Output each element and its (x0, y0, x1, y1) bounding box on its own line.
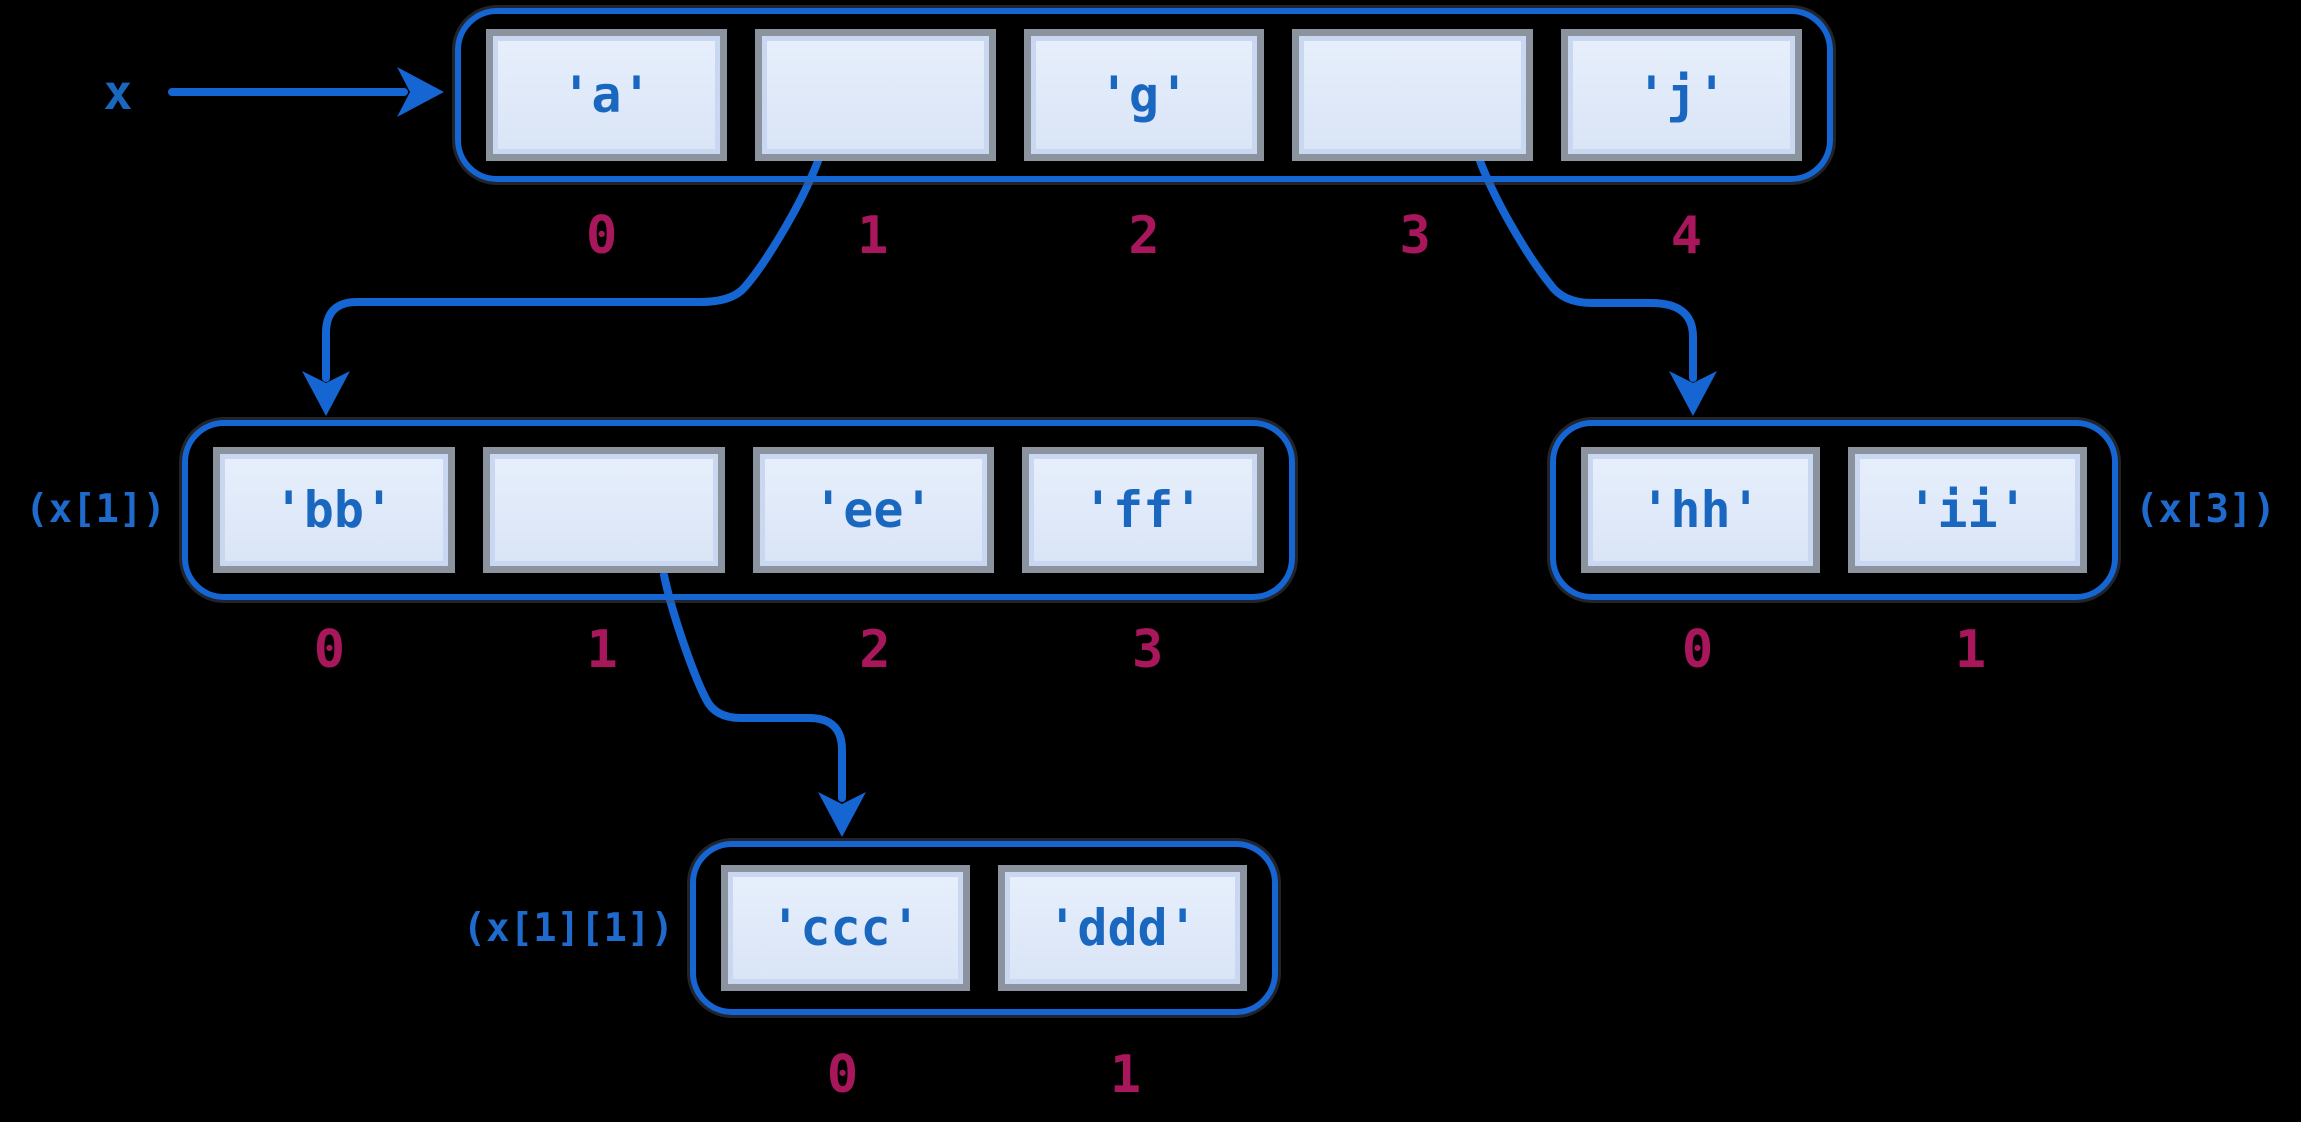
list-x3-cell-1: 'ii' (1848, 447, 2087, 573)
list-x-cell-2: 'g' (1023, 29, 1265, 161)
arrow-slot1-to-x1 (302, 157, 822, 416)
list-x3-cell-0: 'hh' (1581, 447, 1820, 573)
list-x: 'a' 'g' 'j' (455, 8, 1833, 182)
list-x1-cell-1 (482, 447, 725, 573)
index-label: 0 (826, 1045, 859, 1105)
index-label: 1 (1109, 1045, 1142, 1105)
list-x11-indices: 0 1 (690, 1046, 1278, 1104)
index-label: 4 (1670, 206, 1703, 266)
index-label: 1 (586, 620, 618, 680)
arrow-slot3-to-x3 (1476, 157, 1717, 416)
arrow-x-to-list (168, 67, 444, 117)
list-x3: 'hh' 'ii' (1550, 420, 2118, 600)
index-label: 3 (1131, 620, 1164, 680)
index-label: 0 (313, 620, 346, 680)
list-x1-indices: 0 1 2 3 (182, 621, 1295, 679)
list-x1-cell-0: 'bb' (213, 447, 455, 573)
arrow-x1slot1-to-x11 (660, 571, 866, 837)
list-x-cell-1 (754, 29, 996, 161)
list-x11-cell-0: 'ccc' (721, 865, 970, 991)
list-x-cell-3 (1292, 29, 1534, 161)
index-label: 1 (857, 206, 889, 266)
index-label: 0 (585, 206, 618, 266)
list-x11: 'ccc' 'ddd' (690, 841, 1278, 1015)
index-label: 2 (1128, 206, 1160, 266)
index-label: 0 (1681, 620, 1714, 680)
list-x-indices: 0 1 2 3 4 (455, 207, 1833, 265)
list-x11-label: (x[1][1]) (462, 906, 674, 951)
list-x-cell-4: 'j' (1561, 29, 1802, 161)
list-x3-indices: 0 1 (1550, 621, 2118, 679)
variable-label-x: x (103, 65, 133, 121)
list-x1-label: (x[1]) (25, 487, 166, 532)
list-x11-cell-1: 'ddd' (998, 865, 1247, 991)
index-label: 1 (1954, 620, 1987, 680)
list-x1-cell-2: 'ee' (752, 447, 995, 573)
list-x1: 'bb' 'ee' 'ff' (182, 420, 1295, 600)
list-x3-label: (x[3]) (2135, 487, 2276, 532)
index-label: 3 (1399, 206, 1431, 266)
list-x1-cell-3: 'ff' (1022, 447, 1264, 573)
index-label: 2 (859, 620, 891, 680)
list-x-cell-0: 'a' (486, 29, 727, 161)
